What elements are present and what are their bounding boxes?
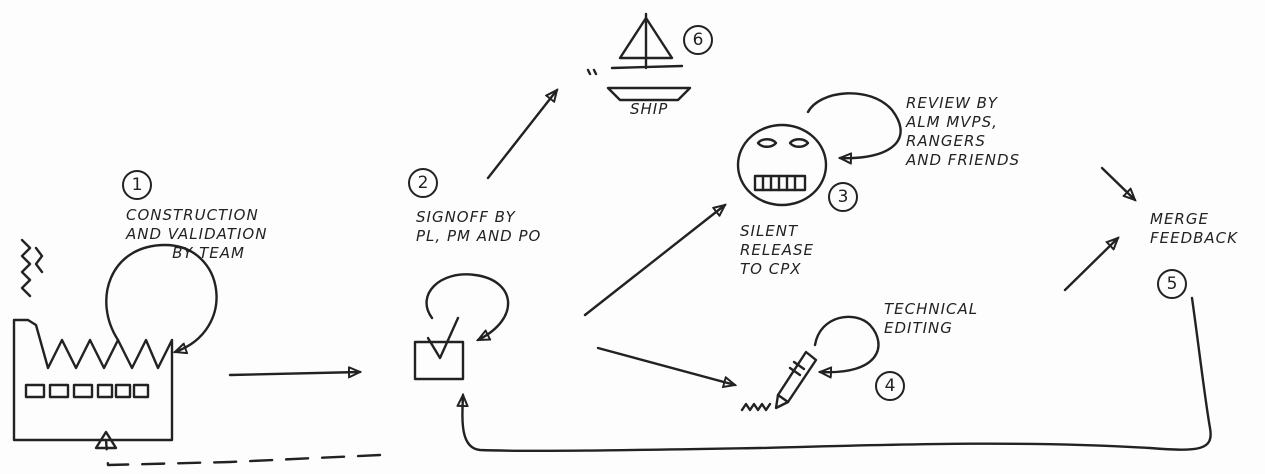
arrow-signoff-to-editing	[598, 348, 735, 385]
step6-label: SHIP	[630, 100, 668, 119]
feedback-return-line	[462, 298, 1210, 451]
loop-arrow-step4	[815, 317, 878, 372]
pencil-icon	[742, 352, 816, 410]
step-number-1: 1	[122, 170, 152, 200]
step-number-6: 6	[683, 25, 713, 55]
arrow-editing-to-merge	[1065, 238, 1118, 290]
loop-arrow-step2	[427, 274, 509, 340]
step1-label: CONSTRUCTION AND VALIDATION BY TEAM	[126, 206, 267, 263]
factory-icon	[14, 240, 172, 440]
ship-icon	[588, 14, 690, 100]
step-number-2: 2	[408, 168, 438, 198]
step3-label: SILENT RELEASE TO CPX	[740, 222, 814, 279]
arrow-review-to-merge	[1102, 168, 1135, 200]
step3-review-note: REVIEW BY ALM MVPs, RANGERS AND FRIENDS	[906, 94, 1020, 170]
step5-label: MERGE FEEDBACK	[1150, 210, 1238, 248]
face-icon	[738, 125, 826, 205]
step-number-4: 4	[875, 371, 905, 401]
arrow-factory-to-signoff	[230, 372, 360, 375]
checkbox-icon	[415, 318, 463, 379]
dashed-return-line	[106, 440, 380, 465]
step2-label: SIGNOFF BY PL, PM AND PO	[416, 208, 541, 246]
arrow-signoff-to-release	[585, 205, 725, 315]
step4-label: TECHNICAL EDITING	[884, 300, 978, 338]
arrow-signoff-to-ship	[488, 90, 557, 178]
step-number-5: 5	[1157, 269, 1187, 299]
step-number-3: 3	[828, 182, 858, 212]
